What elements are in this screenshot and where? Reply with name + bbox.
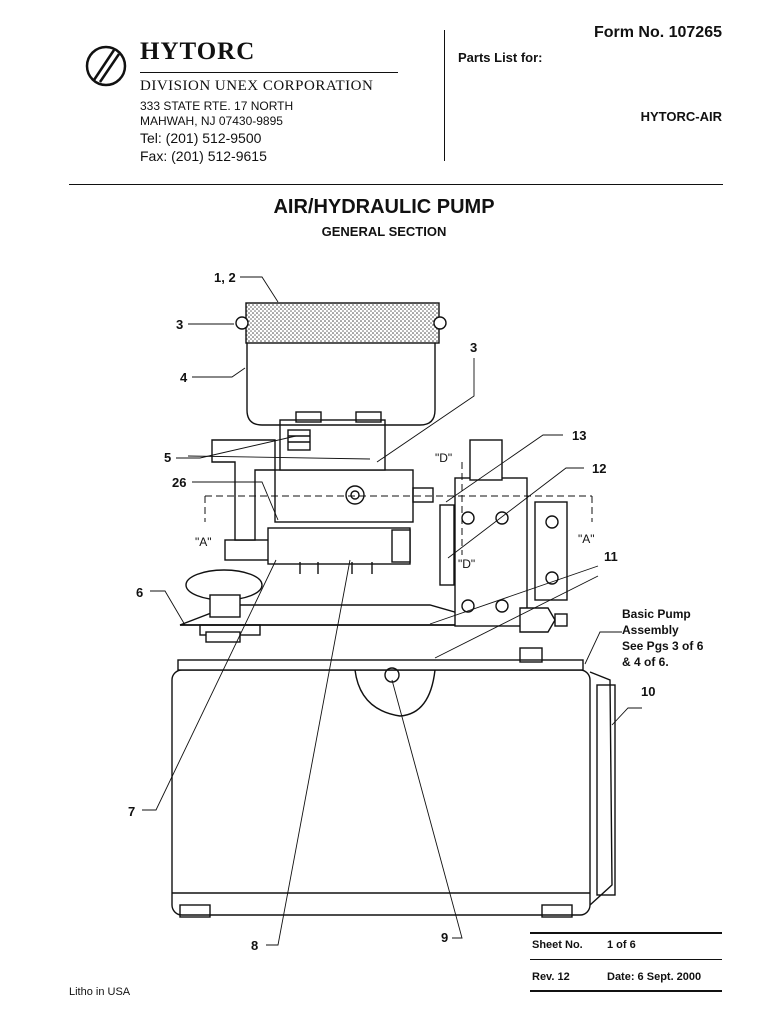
basic-pump-note-3: See Pgs 3 of 6 (622, 639, 704, 653)
callout-5: 5 (164, 450, 171, 465)
form-number: Form No. 107265 (593, 24, 722, 41)
basic-pump-note-2: Assembly (622, 623, 679, 637)
callout-13: 13 (572, 428, 586, 443)
callout-26: 26 (172, 475, 186, 490)
company-rule (140, 72, 398, 73)
header-divider (444, 30, 445, 161)
callout-9: 9 (441, 930, 448, 945)
callout-12: 12 (592, 461, 606, 476)
telephone: Tel: (201) 512-9500 (140, 130, 262, 146)
callout-4: 4 (180, 370, 188, 385)
hytorc-logo-icon (85, 45, 127, 87)
callout-10: 10 (641, 684, 655, 699)
litho-note: Litho in USA (69, 986, 131, 998)
callout-7: 7 (128, 804, 135, 819)
revision: Rev. 12 (532, 971, 570, 983)
callout-3-left: 3 (176, 317, 183, 332)
parts-list-label: Parts List for: (458, 50, 543, 65)
company-name: HYTORC (140, 38, 256, 65)
section-a-right-label: "A" (578, 532, 595, 546)
sheet-rule-top (530, 932, 722, 934)
division-name: DIVISION UNEX CORPORATION (140, 78, 374, 94)
address-line-1: 333 STATE RTE. 17 NORTH (140, 99, 294, 113)
basic-pump-note-1: Basic Pump (622, 607, 691, 621)
page-subtitle: GENERAL SECTION (321, 224, 447, 239)
model-name: HYTORC-AIR (640, 109, 722, 124)
callout-1-2: 1, 2 (214, 270, 236, 285)
header-rule (69, 184, 723, 185)
basic-pump-note-4: & 4 of 6. (622, 655, 669, 669)
address-line-2: MAHWAH, NJ 07430-9895 (140, 114, 283, 128)
section-a-left-label: "A" (195, 535, 212, 549)
section-d-bottom-label: "D" (458, 557, 475, 571)
callout-11: 11 (604, 549, 618, 564)
pump-assembly-drawing: 1, 2 3 4 3 5 26 13 12 11 6 10 7 8 9 "A" … (128, 270, 704, 950)
callout-3-right: 3 (470, 340, 477, 355)
page-title: AIR/HYDRAULIC PUMP (273, 196, 495, 218)
callout-8: 8 (251, 938, 258, 950)
section-d-top-label: "D" (435, 451, 452, 465)
sheet-number-value: 1 of 6 (607, 939, 636, 951)
sheet-number-label: Sheet No. (532, 939, 583, 951)
sheet-rule-middle (530, 959, 722, 960)
sheet-rule-bottom (530, 990, 722, 992)
fax: Fax: (201) 512-9615 (140, 148, 267, 164)
revision-date: Date: 6 Sept. 2000 (607, 971, 702, 983)
callout-6: 6 (136, 585, 143, 600)
